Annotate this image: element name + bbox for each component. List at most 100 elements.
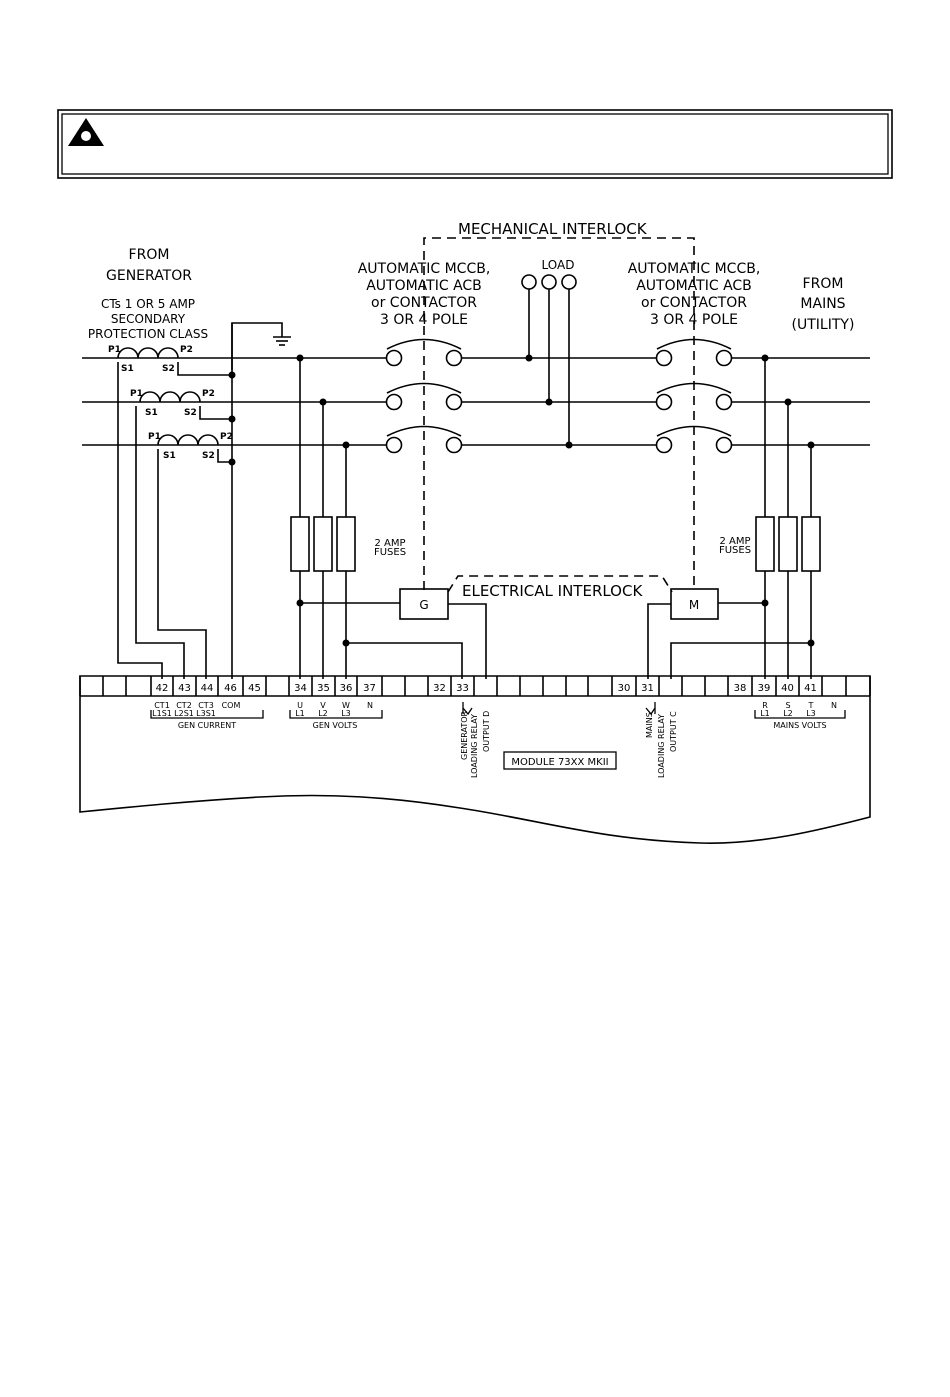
ct1-lead <box>117 362 163 679</box>
from-mains-line-2: MAINS <box>800 296 845 312</box>
from-mains-line-1: FROM <box>803 276 844 292</box>
svg-text:L3: L3 <box>806 709 816 718</box>
mains-label: FROM MAINS (UTILITY) <box>792 276 855 333</box>
gen-relay-wire-33 <box>448 603 487 679</box>
phase-tap-dot <box>761 354 769 362</box>
ct-terminal-label: S2 <box>162 364 175 374</box>
generator-coil: G <box>399 588 449 620</box>
svg-text:L1S1: L1S1 <box>152 709 172 718</box>
svg-text:LOADING RELAY: LOADING RELAY <box>657 714 666 778</box>
ct-terminal-label: P2 <box>220 432 233 442</box>
module-name: MODULE 73XX MKII <box>503 751 617 770</box>
from-generator-line-1: FROM <box>129 247 170 263</box>
ct-s2-lead <box>199 406 232 420</box>
mains-fuse-1 <box>755 516 775 572</box>
gen-volts-group: U V W N L1 L2 L3 GEN VOLTS <box>289 701 383 730</box>
ct-terminal-label: S2 <box>202 451 215 461</box>
svg-text:GEN CURRENT: GEN CURRENT <box>178 721 236 730</box>
breaker-arc <box>386 338 462 350</box>
gen-fuses-label-2: FUSES <box>374 547 406 558</box>
load: LOAD <box>521 258 577 449</box>
svg-text:OUTPUT C: OUTPUT C <box>669 711 678 752</box>
breaker-contact <box>715 436 733 454</box>
mains-relay-wire-31 <box>670 642 811 679</box>
gen-fuse-3 <box>336 516 356 572</box>
phase-tap-dot <box>784 398 792 406</box>
svg-text:W: W <box>342 701 350 710</box>
mechanical-interlock-label: MECHANICAL INTERLOCK <box>458 220 648 238</box>
mains-breaker-line-3: or CONTACTOR <box>641 295 747 311</box>
fuses <box>290 354 821 679</box>
mains-breaker-label: AUTOMATIC MCCB, AUTOMATIC ACB or CONTACT… <box>628 261 761 328</box>
terminal-number: 33 <box>456 683 469 694</box>
ct-terminal-label: P1 <box>148 432 161 442</box>
terminal-number: 37 <box>363 683 376 694</box>
breaker-contact <box>445 393 463 411</box>
breaker-contact <box>715 393 733 411</box>
mains-volts-group: R S T N L1 L2 L3 MAINS VOLTS <box>754 701 846 730</box>
breaker-arc <box>656 382 732 394</box>
terminal-number: 31 <box>641 683 654 694</box>
svg-text:L1: L1 <box>760 709 770 718</box>
mains-relay-wire-30 <box>647 603 671 679</box>
svg-text:M: M <box>689 598 699 612</box>
terminal-number: 38 <box>734 683 747 694</box>
electrical-interlock-label: ELECTRICAL INTERLOCK <box>462 582 643 600</box>
mains-fuse-2 <box>778 516 798 572</box>
svg-text:L3S1: L3S1 <box>196 709 216 718</box>
warning-box <box>57 109 893 179</box>
svg-text:R: R <box>762 701 768 710</box>
junction-dot <box>807 639 815 647</box>
from-generator-line-2: GENERATOR <box>106 268 192 284</box>
ct-coil <box>139 391 201 403</box>
ct3-lead <box>157 449 207 679</box>
generator-relay-label: GENERATOR LOADING RELAY OUTPUT D <box>460 702 491 778</box>
ct2-lead <box>135 406 185 679</box>
svg-text:L2: L2 <box>318 709 328 718</box>
ct-coil <box>157 434 219 446</box>
breaker-contact <box>445 436 463 454</box>
mains-breaker-line-1: AUTOMATIC MCCB, <box>628 261 761 277</box>
terminal-number: 30 <box>618 683 631 694</box>
breaker-contact <box>715 349 733 367</box>
terminal-number: 42 <box>156 683 169 694</box>
breaker-arc <box>386 382 462 394</box>
svg-text:L2S1: L2S1 <box>174 709 194 718</box>
terminal-number: 43 <box>178 683 191 694</box>
breaker-contact <box>385 393 403 411</box>
breaker-contact <box>655 393 673 411</box>
ct-spec-label: CTs 1 OR 5 AMP SECONDARY PROTECTION CLAS… <box>88 297 208 341</box>
svg-text:MAINS: MAINS <box>645 712 654 738</box>
gen-breaker-line-4: 3 OR 4 POLE <box>380 312 468 328</box>
breaker-contact <box>655 436 673 454</box>
terminal-number: 39 <box>758 683 771 694</box>
svg-text:CT3: CT3 <box>198 701 214 710</box>
svg-text:CT2: CT2 <box>176 701 192 710</box>
breaker-contact <box>445 349 463 367</box>
generator-label: FROM GENERATOR <box>106 247 192 284</box>
breaker-arc <box>656 338 732 350</box>
svg-text:V: V <box>320 701 326 710</box>
from-mains-line-3: (UTILITY) <box>792 317 855 333</box>
mains-relay-label: MAINS LOADING RELAY OUTPUT C <box>645 702 678 778</box>
svg-text:MAINS VOLTS: MAINS VOLTS <box>773 721 826 730</box>
phase-tap-dot <box>319 398 327 406</box>
svg-text:L2: L2 <box>783 709 793 718</box>
svg-text:GEN VOLTS: GEN VOLTS <box>313 721 358 730</box>
svg-text:G: G <box>419 598 428 612</box>
ct-spec-line-3: PROTECTION CLASS <box>88 327 208 341</box>
terminal-number: 45 <box>248 683 261 694</box>
svg-text:COM: COM <box>222 701 241 710</box>
gen-breaker-line-1: AUTOMATIC MCCB, <box>358 261 491 277</box>
terminal-number: 36 <box>340 683 353 694</box>
earth-symbol <box>231 322 291 370</box>
mains-fuses-label-2: FUSES <box>719 545 751 556</box>
mains-breaker-line-4: 3 OR 4 POLE <box>650 312 738 328</box>
mains-fuse-3 <box>801 516 821 572</box>
mains-breaker-line-2: AUTOMATIC ACB <box>636 278 752 294</box>
